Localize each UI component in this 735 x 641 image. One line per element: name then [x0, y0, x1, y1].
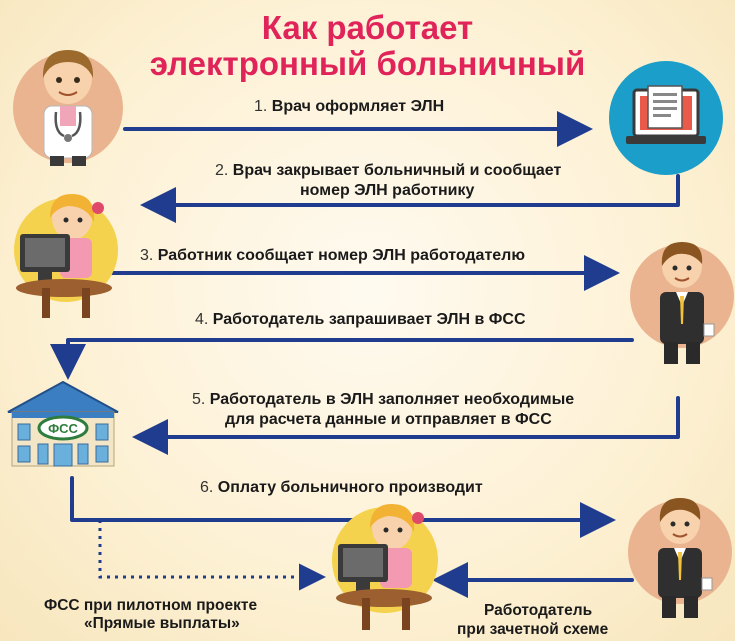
- fss-building-icon: ФСС: [7, 380, 119, 467]
- step-6-label: 6. Оплату больничного производит: [200, 478, 483, 497]
- title-line-1: Как работает: [261, 9, 474, 46]
- employer-man-bottom-icon: [628, 498, 732, 618]
- step-3-text: Работник сообщает номер ЭЛН работодателю: [157, 247, 526, 264]
- arrow-step-5: [132, 396, 680, 455]
- arrow-step-4: [50, 338, 634, 380]
- employer-note-line-2: при зачетной схеме: [457, 621, 609, 638]
- step-5-number: 5.: [192, 391, 206, 408]
- step-2-text-line-2: номер ЭЛН работнику: [300, 182, 475, 199]
- arrow-step-2: [140, 174, 680, 223]
- step-4-label: 4. Работодатель запрашивает ЭЛН в ФСС: [195, 310, 526, 329]
- employer-note-line-1: Работодатель: [484, 602, 593, 619]
- step-6-text: Оплату больничного производит: [217, 479, 483, 496]
- step-3-number: 3.: [140, 247, 154, 264]
- title-line-2: электронный больничный: [149, 45, 586, 82]
- step-2-label: 2. Врач закрывает больничный и сообщает: [215, 161, 561, 180]
- step-6-number: 6.: [200, 479, 214, 496]
- step-4-number: 4.: [195, 311, 209, 328]
- step-2-number: 2.: [215, 162, 229, 179]
- worker-girl-icon: [14, 194, 118, 318]
- step-5-text-line-2: для расчета данные и отправляет в ФСС: [225, 411, 552, 428]
- step-2-text-line-1: Врач закрывает больничный и сообщает: [232, 162, 562, 179]
- step-5-text-line-1: Работодатель в ЭЛН заполняет необходимые: [209, 391, 575, 408]
- employer-man-icon: [630, 242, 734, 364]
- doctor-icon: [13, 50, 123, 166]
- step-4-text: Работодатель запрашивает ЭЛН в ФСС: [212, 311, 526, 328]
- fss-pilot-note-line-2: «Прямые выплаты»: [84, 615, 240, 632]
- arrow-step-6: [70, 476, 616, 538]
- step-5-label: 5. Работодатель в ЭЛН заполняет необходи…: [192, 390, 574, 409]
- fss-pilot-note-line-1: ФСС при пилотном проекте: [44, 597, 258, 614]
- fss-sign: ФСС: [48, 421, 78, 436]
- step-1-label: 1. Врач оформляет ЭЛН: [254, 97, 444, 116]
- step-1-number: 1.: [254, 98, 268, 115]
- arrow-fss-pilot: [98, 520, 326, 591]
- worker-girl-bottom-icon: [332, 504, 438, 630]
- computer-icon: [609, 61, 723, 175]
- step-1-text: Врач оформляет ЭЛН: [271, 98, 445, 115]
- step-3-label: 3. Работник сообщает номер ЭЛН работодат…: [140, 246, 525, 265]
